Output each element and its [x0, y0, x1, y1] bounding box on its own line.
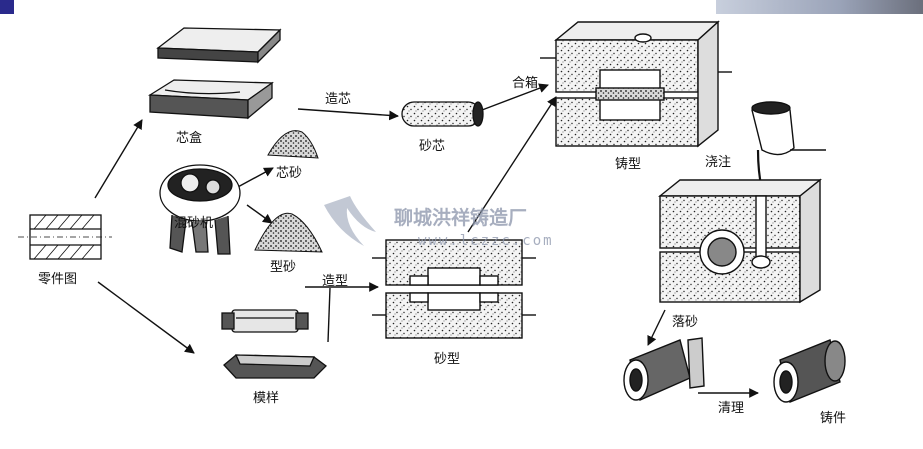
watermark-logo-icon [324, 196, 376, 246]
label-shakeout: 落砂 [672, 315, 698, 330]
shakeout-casting [623, 337, 705, 401]
pouring-mold [658, 178, 822, 304]
arrow-part-to-pattern [97, 281, 195, 354]
label-mold-closing: 合箱 [512, 75, 538, 91]
sand-mold [372, 239, 536, 339]
label-casting: 铸件 [820, 410, 846, 426]
label-sand-mixer: 混砂机 [174, 216, 213, 231]
watermark-name: 聊城洪祥铸造厂 [394, 206, 527, 229]
part-drawing [18, 214, 112, 260]
label-molding: 造型 [322, 274, 348, 289]
label-core-box: 芯盒 [176, 130, 202, 146]
label-core-making: 造芯 [325, 92, 351, 107]
flow-arrows [94, 83, 759, 398]
label-pattern: 模样 [253, 391, 279, 406]
core-sand-pile [267, 130, 319, 159]
arrow-pattern-to-molding [327, 287, 331, 343]
core-box [147, 27, 282, 120]
casting-mold [540, 20, 732, 148]
sand-core [401, 101, 484, 127]
label-pouring: 浇注 [705, 155, 731, 170]
corner-accent-left [0, 0, 14, 14]
label-cleaning: 清理 [718, 401, 744, 416]
label-sand-core: 砂芯 [419, 139, 445, 154]
arrow-sandcore-to-mold-closing [481, 83, 549, 111]
corner-accent-right [716, 0, 923, 14]
label-core-sand: 芯砂 [276, 166, 302, 181]
arrow-sandmold-to-mold-closing [467, 96, 557, 233]
labels: 芯盒 芯砂 混砂机 型砂 零件图 模样 造芯 砂芯 造型 砂型 合箱 铸型 浇注… [38, 75, 846, 426]
molding-sand-pile [254, 212, 323, 253]
sand-mixer [159, 164, 241, 255]
watermark-url: www.lczzc.com [418, 233, 554, 249]
final-casting [773, 339, 846, 403]
pattern [221, 309, 327, 379]
label-casting-mold: 铸型 [615, 156, 641, 172]
arrow-mixer-to-moldingsand [246, 204, 273, 224]
watermark: 聊城洪祥铸造厂 www.lczzc.com [324, 196, 554, 249]
arrow-part-to-corebox [94, 119, 143, 199]
label-molding-sand: 型砂 [270, 260, 296, 275]
arrow-to-sandcore [297, 108, 399, 121]
arrow-mixer-to-coresand [235, 167, 274, 189]
arrow-shakeout [647, 309, 666, 346]
label-sand-mold: 砂型 [434, 352, 460, 367]
pouring-ladle [751, 101, 826, 191]
label-part-drawing: 零件图 [38, 272, 77, 287]
